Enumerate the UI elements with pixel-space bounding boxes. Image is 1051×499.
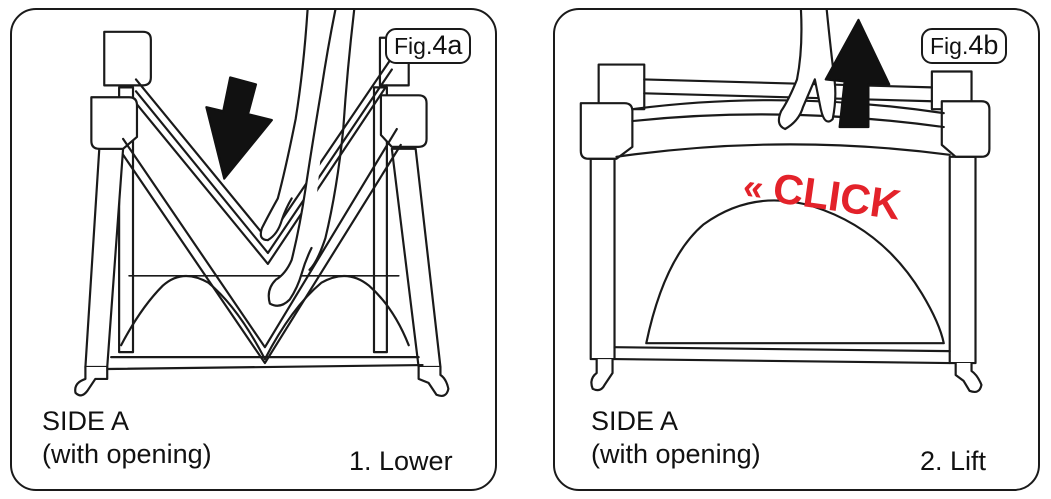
back-frame — [597, 63, 973, 111]
feet — [590, 357, 983, 394]
mesh-panel — [106, 274, 424, 371]
up-arrow-icon — [824, 18, 891, 129]
figure-label: Fig.4b — [921, 28, 1008, 64]
step-label: 1. Lower — [349, 446, 453, 476]
figure-label: Fig.4a — [385, 28, 472, 64]
lifting-playard-illustration — [579, 10, 991, 394]
step-label: 2. Lift — [920, 446, 987, 476]
figure-number: 4b — [968, 30, 999, 60]
down-arrow-icon — [205, 76, 273, 180]
side-label: SIDE A (with opening) — [42, 405, 212, 471]
front-rails — [121, 127, 402, 365]
back-frame — [103, 30, 410, 354]
figure-prefix: Fig. — [930, 33, 969, 59]
side-title: SIDE A — [42, 406, 130, 436]
figure-prefix: Fig. — [394, 33, 433, 59]
lowering-playard-illustration — [74, 10, 450, 397]
figure-4b-panel: Fig.4b «CLICK SIDE A (with opening) 2. L… — [553, 8, 1040, 491]
side-title: SIDE A — [591, 406, 679, 436]
front-frame — [579, 100, 991, 365]
mesh-panel — [613, 199, 951, 365]
pressing-hands — [259, 10, 356, 307]
lifting-hand — [777, 10, 837, 131]
figure-number: 4a — [432, 30, 463, 60]
click-mark-icon: « — [740, 164, 767, 209]
side-label: SIDE A (with opening) — [591, 405, 761, 471]
figure-4a-panel: Fig.4a SIDE A (with opening) 1. Lower — [10, 8, 497, 491]
side-subtitle: (with opening) — [42, 439, 212, 469]
feet — [74, 365, 450, 397]
front-frame — [84, 94, 442, 369]
side-subtitle: (with opening) — [591, 439, 761, 469]
